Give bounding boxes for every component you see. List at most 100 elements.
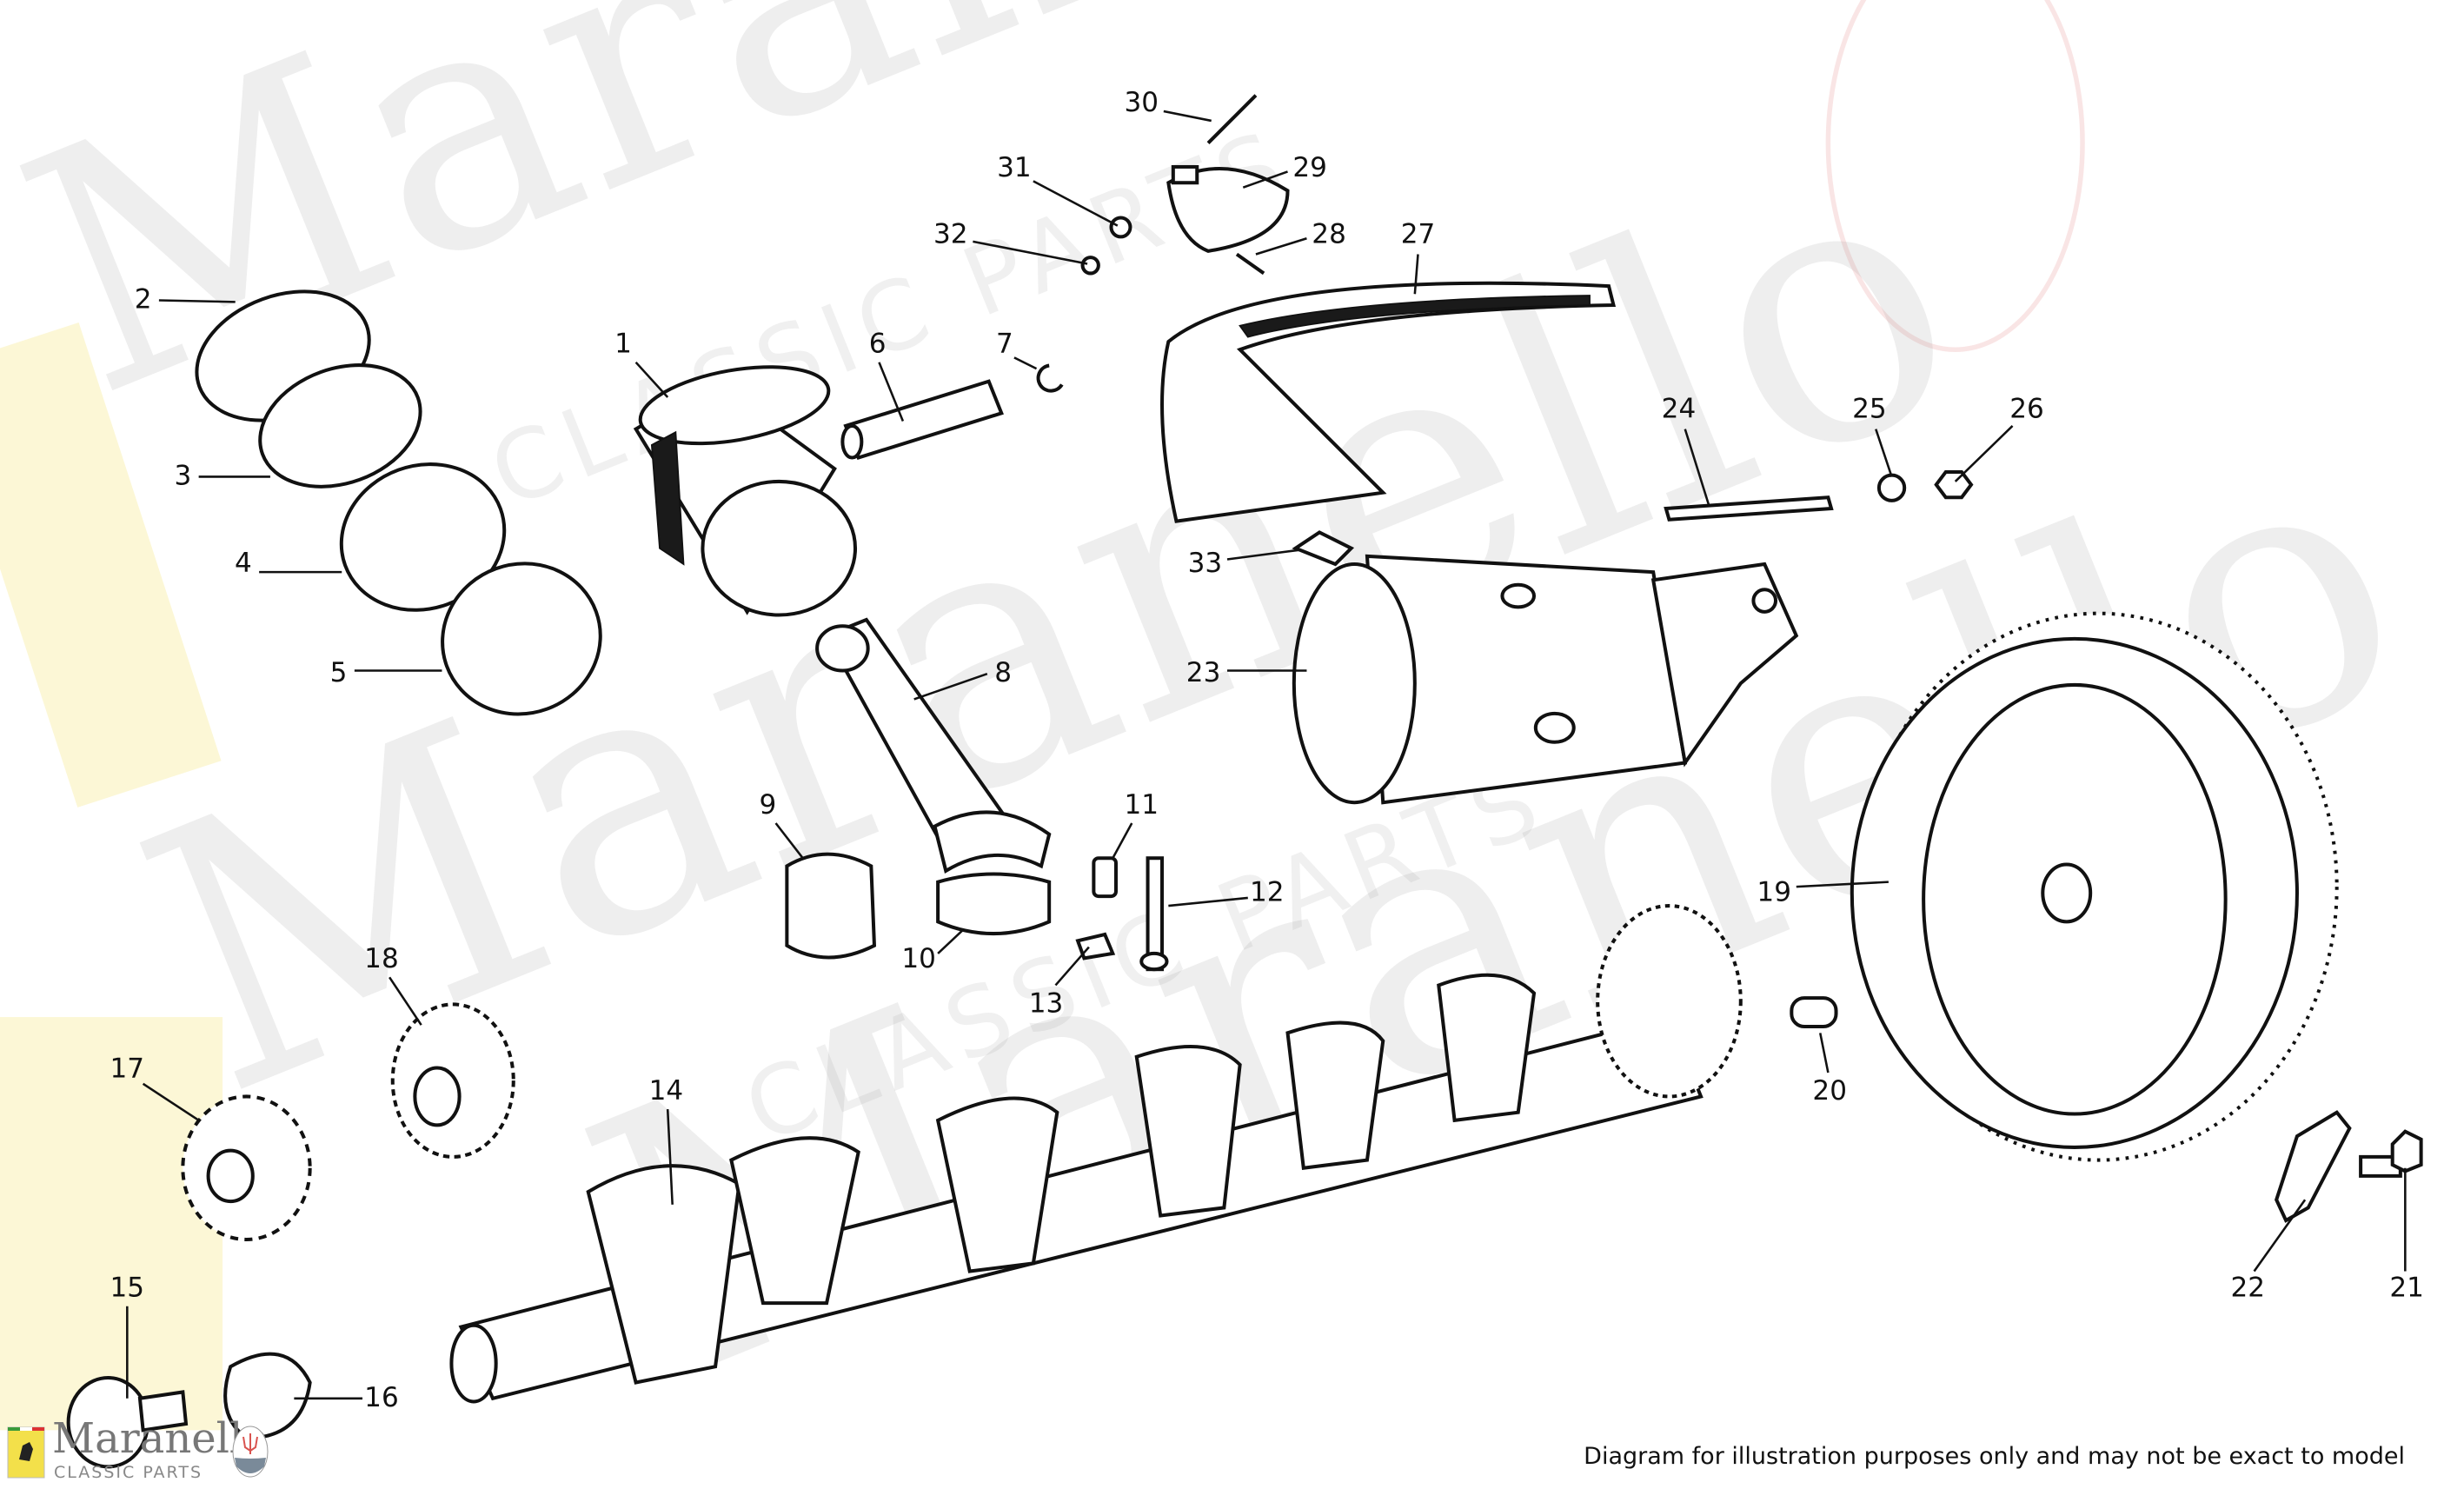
dowel — [1790, 996, 1838, 1029]
leader-line — [937, 928, 965, 954]
callout-18: 18 — [364, 943, 422, 1026]
timing-gear — [390, 1002, 515, 1159]
part-outline — [1285, 1020, 1385, 1170]
callout-6: 6 — [869, 329, 905, 422]
callout-number: 33 — [1188, 548, 1223, 579]
leader-line — [1168, 896, 1248, 907]
part-outline — [785, 852, 877, 960]
leader-line — [1818, 1033, 1830, 1074]
maranello-logo: Maranello CLASSIC PARTS — [3, 1413, 282, 1486]
callout-number: 5 — [330, 657, 348, 688]
callout-number: 21 — [2389, 1273, 2424, 1304]
part-outline — [1500, 582, 1537, 609]
leader-line — [1875, 429, 1893, 477]
tab-washer — [2275, 1110, 2352, 1223]
callout-32: 32 — [933, 219, 1088, 265]
callout-number: 17 — [110, 1053, 145, 1084]
logo-subtitle: CLASSIC PARTS — [54, 1463, 203, 1482]
callout-4: 4 — [235, 548, 342, 579]
crankshaft — [449, 904, 1743, 1404]
part-outline — [1751, 588, 1778, 614]
callout-33: 33 — [1188, 548, 1301, 579]
callout-2: 2 — [135, 284, 236, 316]
part-outline — [701, 479, 858, 617]
callout-22: 22 — [2230, 1199, 2307, 1304]
callout-number: 23 — [1186, 657, 1221, 688]
ferrari-badge-icon — [7, 1426, 45, 1479]
part-outline — [339, 462, 507, 612]
ferrari-watermark-shield — [0, 322, 222, 808]
part-outline — [413, 1066, 462, 1127]
callout-number: 16 — [364, 1382, 399, 1413]
callout-9: 9 — [760, 789, 804, 859]
callout-19: 19 — [1757, 876, 1889, 907]
callout-number: 6 — [869, 329, 887, 360]
leader-line — [973, 240, 1088, 265]
part-outline — [729, 1136, 860, 1306]
pin — [1235, 252, 1265, 276]
clamp — [1166, 164, 1290, 253]
leader-line — [634, 361, 669, 398]
part-outline — [1134, 1044, 1242, 1218]
callout-27: 27 — [1401, 219, 1436, 295]
callout-24: 24 — [1662, 394, 1710, 506]
callout-number: 27 — [1401, 219, 1436, 250]
leader-line — [142, 1082, 200, 1121]
part-outline — [441, 562, 602, 716]
leader-line — [913, 672, 988, 701]
callout-number: 12 — [1250, 876, 1285, 907]
callout-13: 13 — [1029, 946, 1090, 1019]
screw — [1206, 94, 1258, 144]
callout-20: 20 — [1812, 1033, 1847, 1107]
callout-23: 23 — [1186, 657, 1307, 688]
part-outline — [815, 624, 870, 673]
leader-line — [1226, 548, 1301, 561]
callout-number: 11 — [1124, 789, 1159, 821]
circlip — [1036, 363, 1064, 393]
leader-line — [878, 362, 905, 422]
part-outline — [936, 872, 1052, 936]
callout-31: 31 — [997, 152, 1119, 227]
nut — [1934, 469, 1974, 500]
callout-number: 3 — [174, 460, 191, 491]
crank-bolt — [66, 1376, 189, 1469]
nut — [1109, 216, 1132, 239]
banjo-fitting — [1292, 530, 1355, 567]
callout-1: 1 — [614, 329, 669, 398]
callout-number: 2 — [135, 284, 152, 316]
leader-line — [774, 822, 804, 859]
callout-number: 31 — [997, 152, 1032, 183]
callout-number: 14 — [649, 1075, 684, 1107]
callout-5: 5 — [330, 657, 442, 688]
callout-number: 32 — [933, 219, 968, 250]
part-outline — [449, 1323, 498, 1404]
leader-line — [389, 976, 422, 1026]
part-outline — [840, 423, 864, 460]
leader-line — [1112, 822, 1133, 859]
part-outline — [137, 1390, 189, 1432]
callout-12: 12 — [1168, 876, 1285, 907]
callout-number: 15 — [110, 1273, 145, 1304]
flywheel-bolt — [2359, 1129, 2423, 1178]
part-outline — [1139, 951, 1169, 972]
spring-washer — [1876, 473, 1907, 502]
part-outline — [1239, 295, 1591, 338]
part-outline — [1533, 711, 1576, 744]
callout-30: 30 — [1124, 87, 1212, 123]
callout-number: 9 — [760, 789, 777, 821]
leader-line — [1954, 425, 2014, 482]
callout-8: 8 — [913, 657, 1012, 701]
callout-11: 11 — [1112, 789, 1159, 859]
ferrari-watermark-shield — [0, 1017, 223, 1431]
connecting-rod — [815, 617, 1052, 874]
part-outline — [650, 430, 685, 566]
leader-line — [1013, 356, 1038, 370]
callout-number: 10 — [901, 943, 936, 974]
maserati-watermark — [1825, 0, 2085, 352]
callout-number: 29 — [1292, 152, 1327, 183]
part-outline — [1160, 281, 1617, 523]
callout-number: 22 — [2230, 1273, 2265, 1304]
callout-number: 25 — [1852, 394, 1887, 425]
lock-washer — [223, 1352, 312, 1440]
part-outline — [1650, 562, 1799, 768]
